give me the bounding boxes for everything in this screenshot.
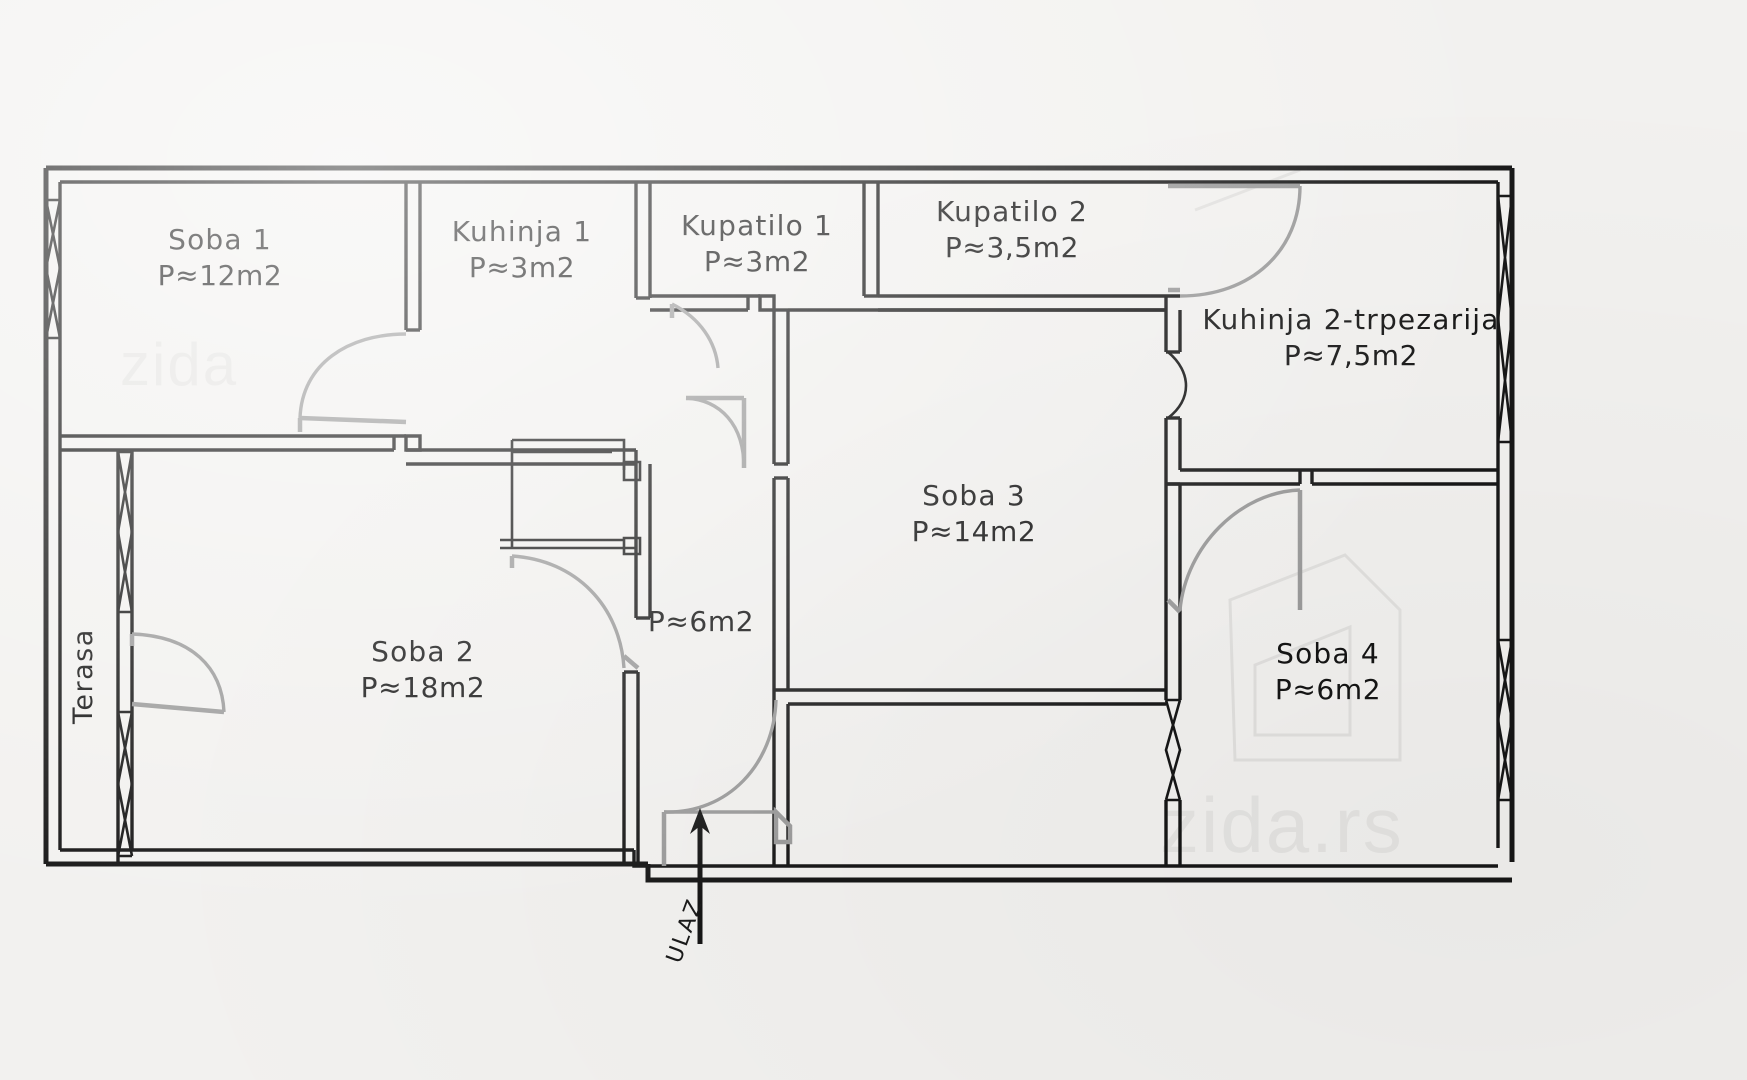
watermark-logo-icon	[1194, 168, 1402, 762]
window-symbol-soba4-left	[1164, 698, 1182, 802]
window-symbol-left-terrace-upper	[116, 450, 134, 614]
window-symbol-left-terrace-lower	[116, 710, 134, 858]
room-label-terasa: Terasa	[68, 628, 99, 724]
